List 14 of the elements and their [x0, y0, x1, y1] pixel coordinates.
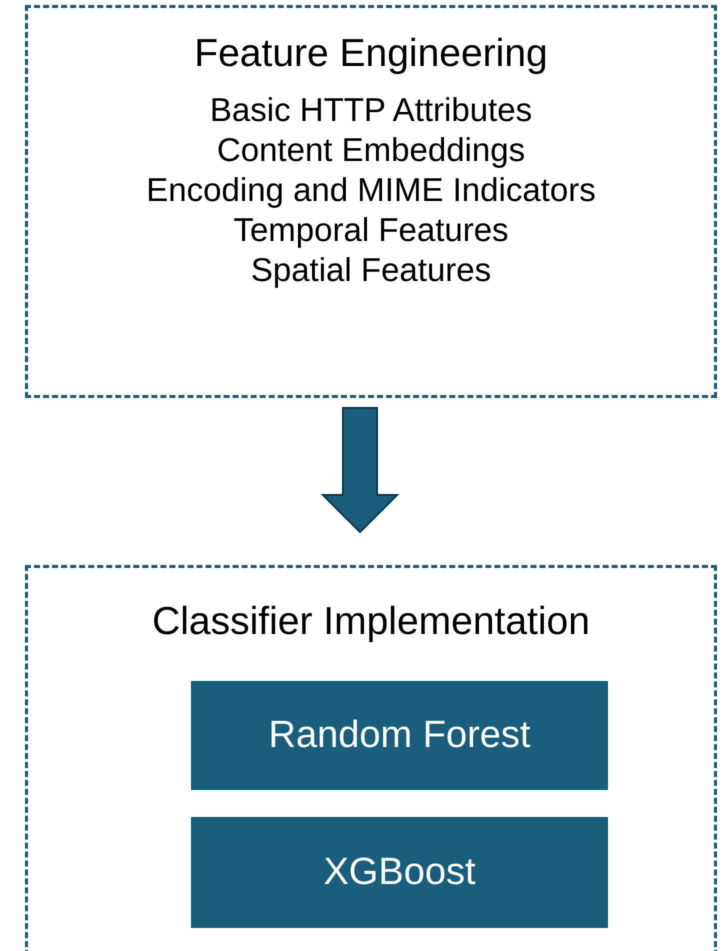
group-heading: Classifier Implementation [152, 600, 590, 644]
feature-item: Temporal Features [233, 210, 509, 250]
feature-item: Spatial Features [250, 250, 492, 290]
dashed-group-box [25, 5, 717, 398]
group-heading: Feature Engineering [194, 32, 548, 76]
process-label: XGBoost [323, 851, 476, 894]
feature-item: Basic HTTP Attributes [210, 90, 532, 130]
block-arrow [320, 407, 400, 534]
process-box [191, 681, 608, 790]
process-label: Random Forest [268, 714, 530, 757]
feature-item: Content Embeddings [216, 130, 526, 170]
dashed-group-box [25, 565, 717, 951]
feature-item: Encoding and MIME Indicators [146, 170, 596, 210]
process-box [191, 817, 608, 928]
